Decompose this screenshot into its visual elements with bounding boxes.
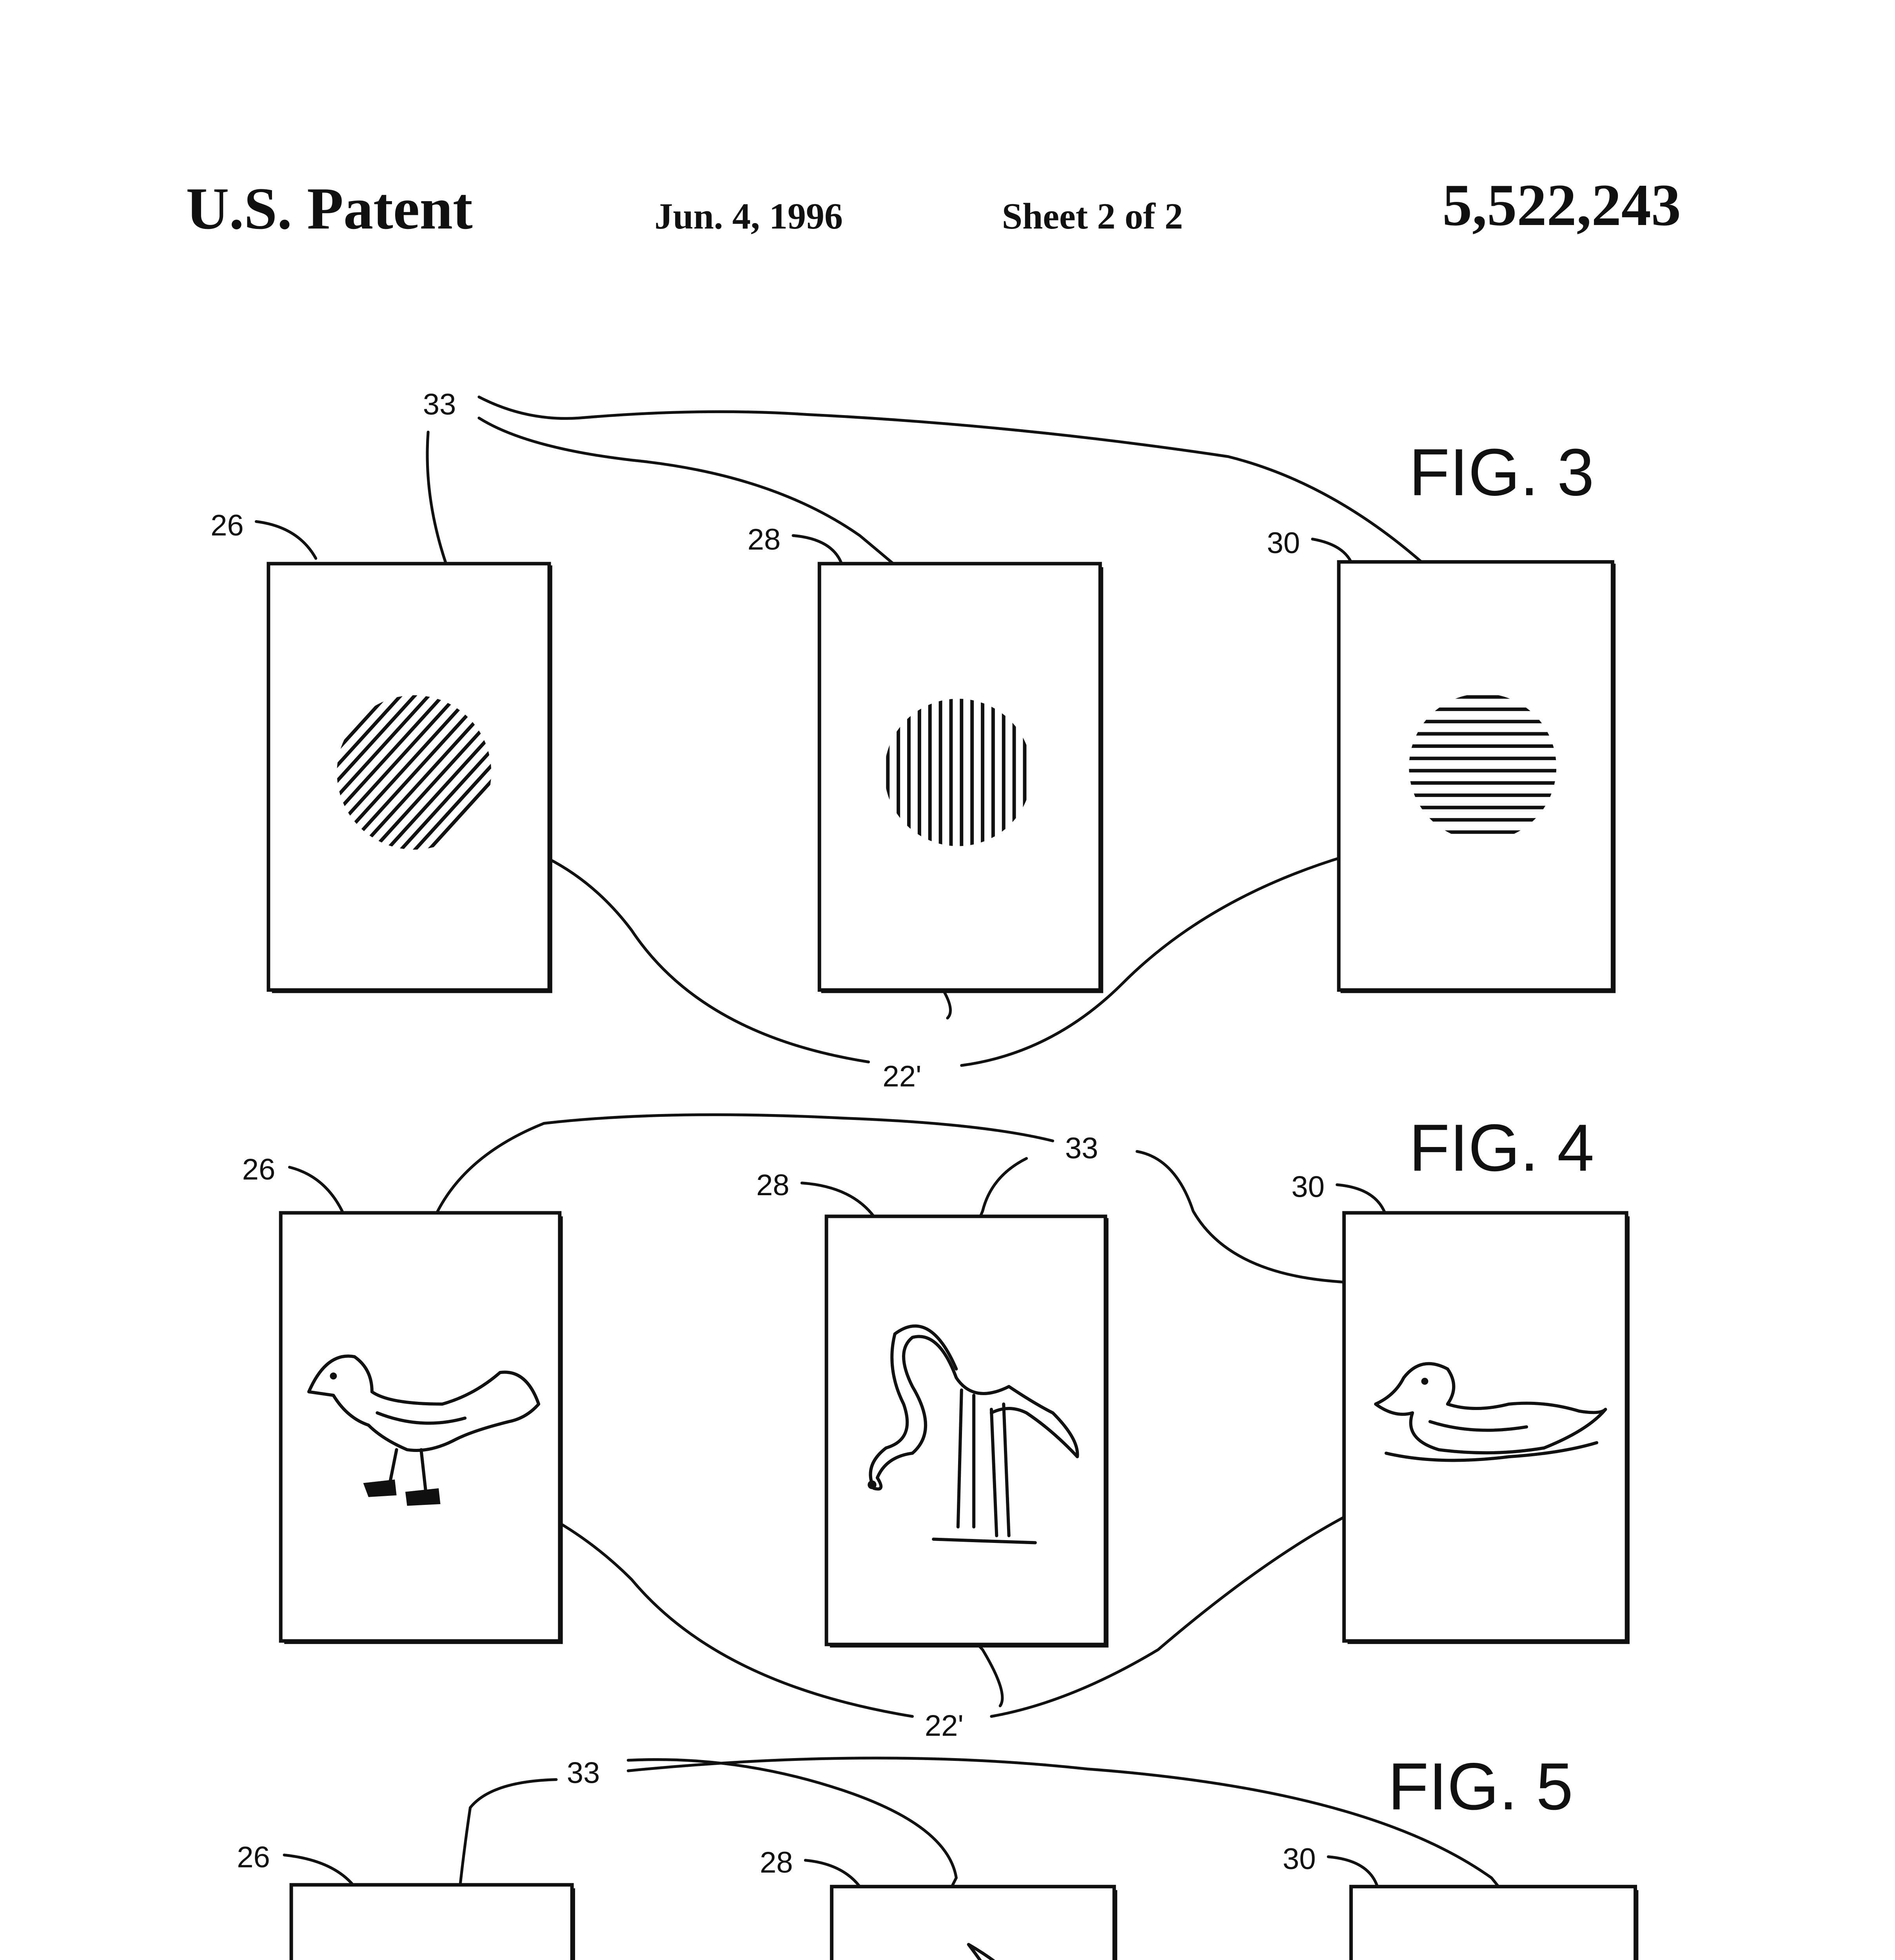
page-header: U.S. Patent Jun. 4, 1996 Sheet 2 of 2 5,… (186, 172, 1681, 241)
figure-4-ref-28: 28 (756, 1169, 790, 1202)
leader-line (1336, 1183, 1388, 1218)
leader-line (288, 1166, 344, 1213)
flamingo-icon (868, 1324, 1079, 1544)
card-26 (289, 1883, 575, 1960)
card-frame (1349, 1885, 1637, 1960)
leader-line (477, 396, 1493, 634)
card-frame (1337, 560, 1614, 992)
figure-4-ref-33: 33 (1065, 1132, 1098, 1165)
leader-line (804, 1858, 861, 1888)
card-frame (279, 1211, 562, 1643)
figure-3: FIG. 3 33 26 28 30 22' (211, 388, 1616, 1093)
card-frame (1342, 1211, 1628, 1643)
figure-4-ref-26: 26 (242, 1153, 276, 1186)
leader-line (283, 1853, 356, 1888)
figure-4-title: FIG. 4 (1409, 1111, 1594, 1185)
card-26 (267, 562, 552, 993)
card-30 (1349, 1885, 1639, 1960)
card-28 (817, 562, 1104, 993)
figure-4: FIG. 4 33 26 28 30 22' (242, 1111, 1630, 1742)
leader-line (1327, 1855, 1379, 1888)
card-30 (1342, 1211, 1630, 1644)
leader-line (254, 520, 318, 560)
figure-3-title: FIG. 3 (1409, 435, 1594, 510)
leader-line (495, 838, 870, 1063)
figure-3-ref-22: 22' (882, 1060, 921, 1093)
card-frame (824, 1214, 1107, 1646)
figure-5-ref-30: 30 (1283, 1842, 1316, 1876)
figure-3-ref-28: 28 (748, 523, 781, 556)
header-patent-label: U.S. Patent (186, 175, 472, 241)
card-30 (1337, 560, 1616, 993)
figure-4-ref-22: 22' (925, 1709, 964, 1742)
figure-3-ref-33: 33 (423, 388, 456, 421)
header-sheet: Sheet 2 of 2 (1002, 196, 1183, 237)
header-patent-number: 5,522,243 (1442, 172, 1681, 238)
leader-line (791, 534, 844, 567)
leader-line (1311, 537, 1353, 563)
figure-5-ref-26: 26 (237, 1840, 270, 1874)
card-26 (279, 1211, 563, 1644)
figure-5-title: FIG. 5 (1388, 1749, 1573, 1824)
standing-bird-icon (307, 1354, 541, 1506)
leader-line (990, 1499, 1379, 1718)
figure-3-ref-26: 26 (211, 509, 244, 542)
card-frame (289, 1883, 574, 1960)
figure-5-ref-28: 28 (760, 1846, 793, 1879)
leader-line (960, 838, 1414, 1067)
card-frame (267, 562, 551, 992)
leader-line (800, 1181, 875, 1218)
card-28 (830, 1885, 1118, 1960)
figure-5: FIG. 5 33 26 28 30 22' (237, 1749, 1639, 1960)
figure-3-ref-30: 30 (1267, 526, 1300, 560)
figure-4-ref-30: 30 (1291, 1171, 1325, 1204)
figure-5-ref-33: 33 (567, 1757, 600, 1790)
duck-icon (1374, 1362, 1607, 1462)
card-28 (824, 1214, 1109, 1648)
header-date: Jun. 4, 1996 (655, 196, 843, 237)
